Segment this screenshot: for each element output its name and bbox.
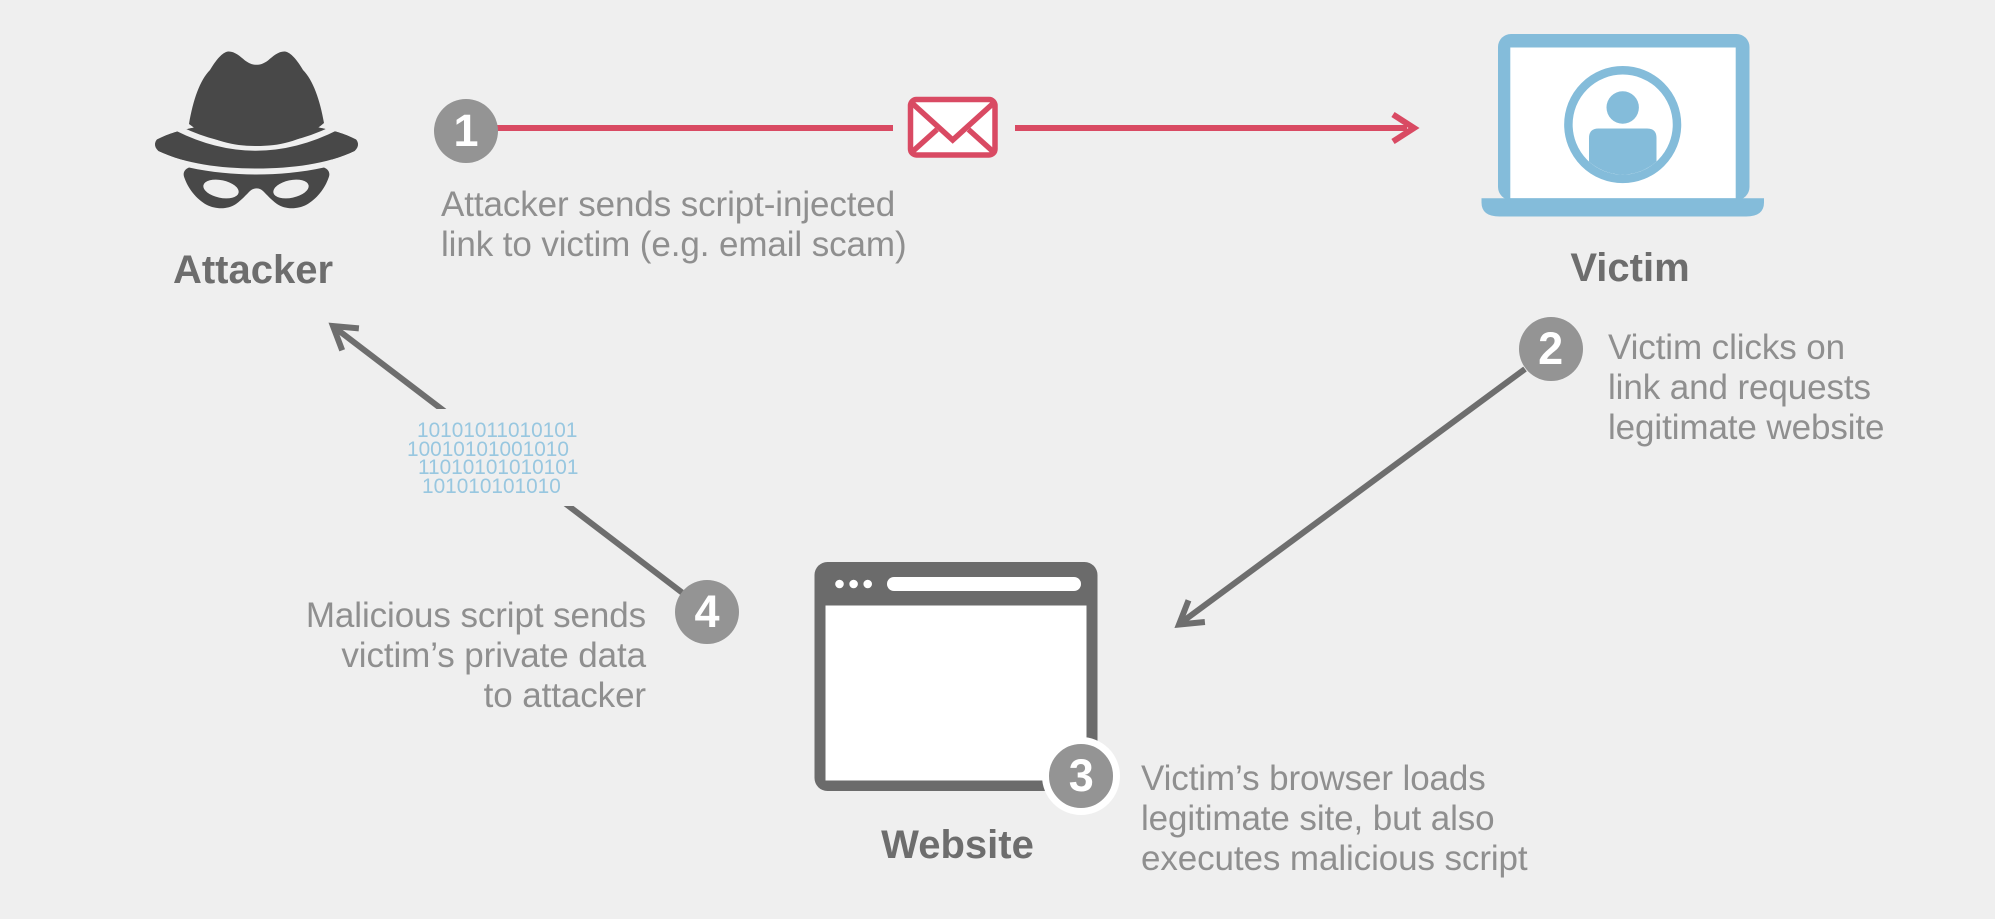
arrowhead-downleft-icon (1174, 599, 1206, 628)
step-2-text: Victim clicks on link and requests legit… (1608, 328, 1885, 447)
email-envelope-icon (893, 90, 1015, 166)
browser-addressbar-icon (887, 577, 1081, 591)
step-4-text: Malicious script sends victim’s private … (305, 596, 646, 715)
binary-data-text: 10101011010101 10010101001010 1101010101… (399, 409, 591, 506)
victim-label: Victim (1570, 245, 1690, 290)
website-browser-icon (814, 562, 1098, 791)
step-4-badge: 4 (675, 580, 739, 645)
step-2-badge: 2 (1518, 317, 1583, 382)
website-label: Website (881, 823, 1034, 867)
arrowhead-right-icon (1391, 111, 1420, 145)
browser-dot-icon (863, 579, 872, 589)
step-3-badge: 3 (1042, 737, 1121, 816)
victim-laptop-icon (1481, 34, 1764, 217)
attacker-label: Attacker (172, 248, 334, 292)
browser-dot-icon (835, 579, 844, 589)
browser-dot-icon (849, 579, 858, 589)
attacker-spy-icon (155, 51, 358, 209)
arrow-victim-to-website (1174, 366, 1527, 628)
arrowhead-upleft-icon (328, 322, 360, 352)
step-1-text: Attacker sends script-injected link to v… (441, 185, 907, 264)
step-1-badge: 1 (434, 98, 498, 163)
step-3-text: Victim’s browser loads legitimate site, … (1141, 759, 1528, 878)
